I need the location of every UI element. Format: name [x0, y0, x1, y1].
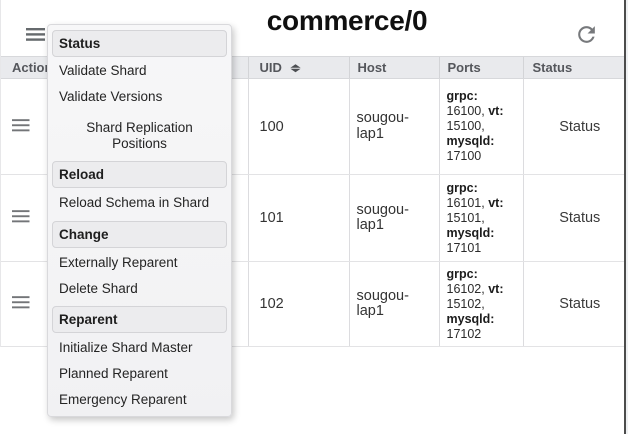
- host-cell: sougou-lap1: [348, 174, 439, 262]
- menu-item[interactable]: Initialize Shard Master: [59, 340, 193, 356]
- menu-section-header: Reparent: [52, 306, 227, 334]
- menu-section-header: Change: [52, 220, 227, 248]
- ports-cell: grpc: 16100, vt: 15100, mysqld: 17100: [438, 78, 523, 175]
- status-cell[interactable]: Status: [522, 261, 625, 347]
- column-header-status: Status: [522, 56, 625, 79]
- sort-icon: [290, 64, 301, 73]
- column-header-ports: Ports: [438, 56, 523, 79]
- menu-item[interactable]: Emergency Reparent: [59, 392, 187, 408]
- menu-section-header: Status: [52, 29, 227, 57]
- refresh-icon: [578, 26, 595, 43]
- hamburger-menu-icon: [26, 28, 45, 41]
- hamburger-menu-icon: [12, 210, 30, 223]
- menu-item[interactable]: Reload Schema in Shard: [59, 195, 210, 211]
- column-header-host: Host: [348, 56, 439, 79]
- hamburger-menu-icon: [12, 296, 30, 309]
- uid-cell: 102: [247, 261, 349, 347]
- menu-item[interactable]: Validate Versions: [59, 89, 163, 105]
- ports-cell: grpc: 16101, vt: 15101, mysqld: 17101: [438, 174, 523, 262]
- status-cell[interactable]: Status: [522, 78, 625, 175]
- shard-actions-menu-button[interactable]: [24, 26, 47, 43]
- row-actions-menu-button[interactable]: [12, 296, 31, 312]
- status-cell[interactable]: Status: [522, 174, 625, 262]
- row-actions-menu-button[interactable]: [12, 118, 31, 135]
- refresh-button[interactable]: [574, 22, 599, 47]
- hamburger-menu-icon: [12, 118, 30, 131]
- menu-item[interactable]: Delete Shard: [59, 280, 138, 296]
- card-left-border: [0, 0, 1, 347]
- column-header-uid-label: UID: [259, 60, 282, 75]
- host-cell: sougou-lap1: [348, 261, 439, 347]
- menu-item[interactable]: Planned Reparent: [59, 366, 168, 382]
- menu-item[interactable]: Shard Replication Positions: [86, 119, 193, 151]
- ports-cell: grpc: 16102, vt: 15102, mysqld: 17102: [438, 261, 523, 347]
- column-header-uid[interactable]: UID: [247, 56, 349, 79]
- window-right-edge: [624, 0, 626, 434]
- menu-item[interactable]: Validate Shard: [59, 63, 147, 79]
- uid-cell: 101: [247, 174, 349, 262]
- menu-section-header: Reload: [52, 161, 227, 189]
- window-right-sliver: [626, 0, 628, 434]
- menu-item[interactable]: Externally Reparent: [59, 254, 178, 270]
- page-title: commerce/0: [266, 5, 428, 36]
- uid-cell: 100: [247, 78, 349, 175]
- row-actions-menu-button[interactable]: [12, 210, 31, 226]
- host-cell: sougou-lap1: [348, 78, 439, 175]
